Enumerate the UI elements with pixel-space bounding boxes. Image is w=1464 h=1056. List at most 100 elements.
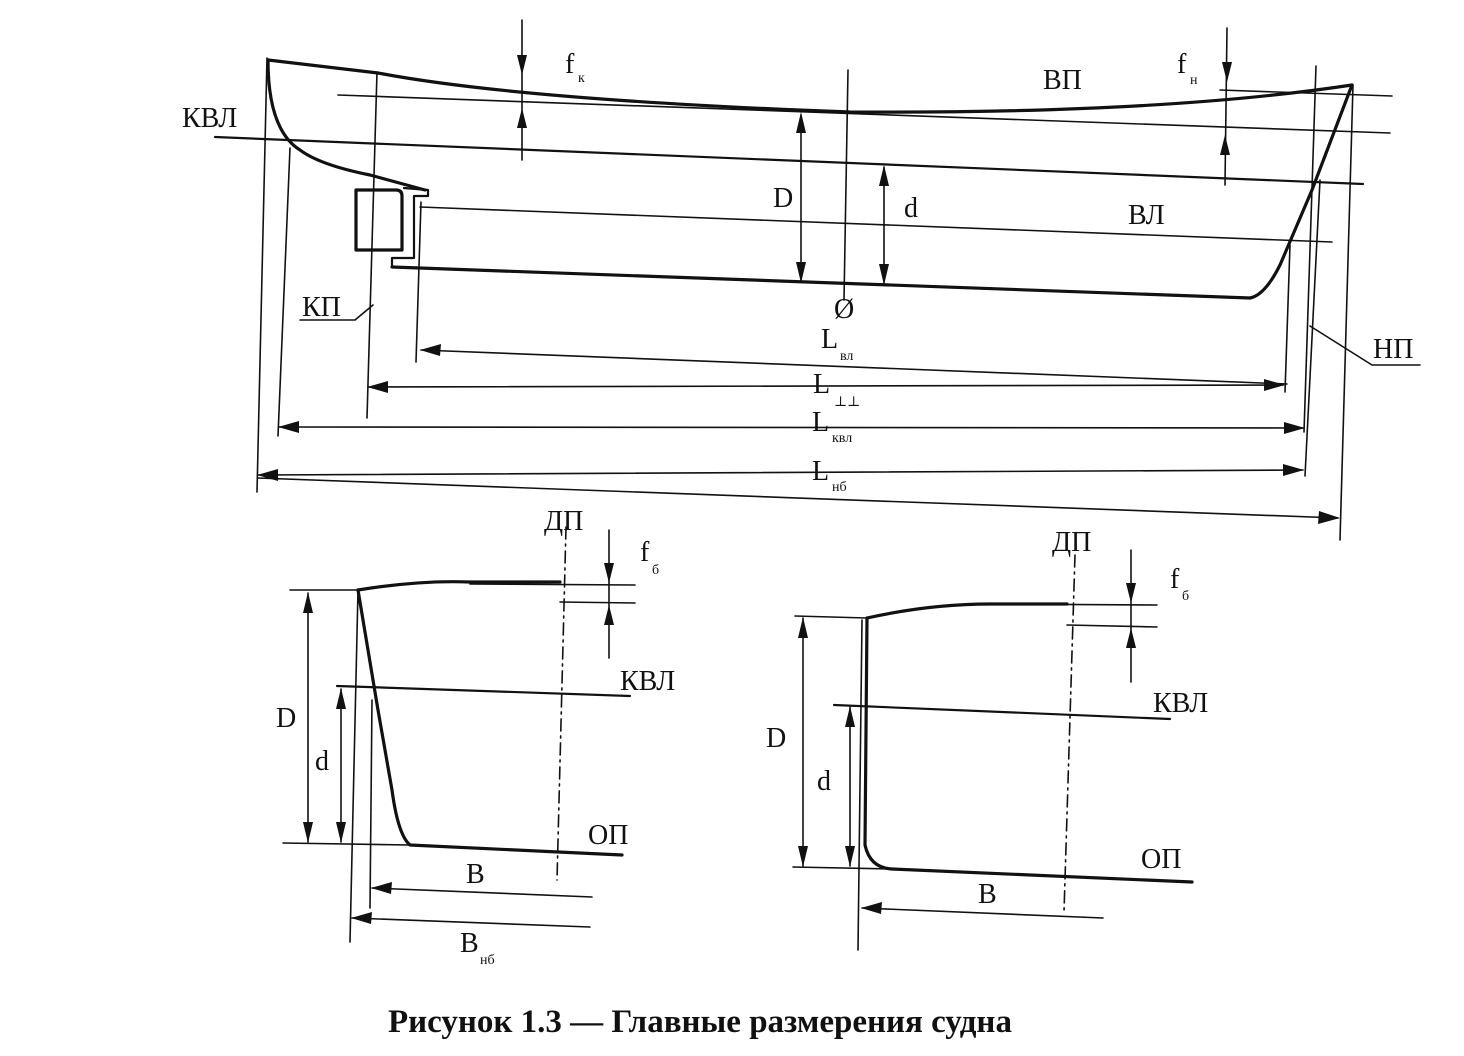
d-side-arrow-down	[879, 264, 889, 285]
fn-arrow-up	[1220, 135, 1230, 155]
section2-B-line	[861, 907, 1104, 919]
L-kvl-label: L	[812, 407, 829, 438]
section2-fb-arrow-down	[1126, 583, 1136, 603]
L-pp-subscript: ⊥⊥	[834, 395, 860, 410]
section2-op-label: ОП	[1141, 844, 1181, 875]
section2-d-arrow-down	[845, 846, 855, 867]
aft-perpendicular	[366, 71, 378, 419]
fore-perpendicular	[1303, 65, 1317, 433]
fn-dimension-line	[1224, 27, 1228, 186]
section2-fb-bottom	[1066, 624, 1158, 628]
section2-B-arrow	[861, 902, 882, 914]
deck-line	[266, 58, 1354, 114]
rudder	[354, 188, 404, 252]
L-pp-line	[367, 384, 1284, 388]
L-kvl-line	[278, 426, 1305, 429]
section2-kvl-label: КВЛ	[1153, 688, 1208, 719]
fk-arrow-down	[517, 55, 527, 75]
section1-Bnb-label: B	[460, 928, 479, 959]
section1-B-arrow	[371, 882, 392, 894]
L-nb-label: L	[812, 456, 829, 487]
section1-B-line	[371, 887, 593, 898]
section1-d-label: d	[315, 746, 329, 777]
bow-extreme-line	[1339, 84, 1354, 541]
bow-contour	[1248, 83, 1354, 300]
d-side-label: d	[904, 193, 918, 224]
L-pp-arrow-left	[367, 381, 388, 393]
section1-kvl-label: КВЛ	[620, 666, 675, 697]
kvl-line	[213, 135, 1365, 186]
d-side-arrow-up	[879, 165, 889, 186]
section2-kvl	[832, 703, 1172, 721]
L-nb-line	[257, 469, 1304, 476]
keel-line	[390, 265, 1252, 300]
section-view-flared: ДП f б КВЛ D d ОП B B нб	[276, 506, 675, 968]
section1-centerline	[556, 526, 567, 881]
L-nb-subscript: нб	[832, 480, 847, 495]
figure-caption: Рисунок 1.3 — Главные размерения судна	[388, 1004, 1012, 1040]
midship-symbol: Ø	[834, 294, 854, 325]
section2-d-label: d	[817, 766, 831, 797]
section2-top-ref	[794, 615, 868, 619]
section2-fb-subscript: б	[1182, 589, 1189, 604]
L-max-arrow-right	[1318, 511, 1340, 524]
vl-label: ВЛ	[1128, 200, 1165, 231]
section1-fb-subscript: б	[652, 563, 659, 578]
section1-fb-arrow-up	[604, 605, 614, 625]
vl-aft-line	[415, 201, 422, 363]
np-label: НП	[1373, 334, 1413, 365]
L-vl-arrow-left	[420, 344, 441, 356]
fn-extension-line	[1219, 89, 1393, 97]
D-side-arrow-up	[796, 112, 806, 133]
kvl-aft-line	[277, 147, 291, 437]
midship-line	[843, 69, 849, 301]
D-side-label: D	[773, 183, 793, 214]
D-side-arrow-down	[796, 262, 806, 283]
kvl-label-side: КВЛ	[182, 103, 237, 134]
section1-Bnb-arrow	[351, 912, 372, 924]
section1-fb-label: f	[640, 537, 650, 568]
section2-hull	[863, 616, 1194, 884]
stern-contour	[266, 58, 427, 192]
section1-fb-top	[469, 583, 636, 586]
L-kvl-subscript: квл	[832, 431, 852, 446]
fk-label: f	[565, 49, 575, 80]
sternpost	[390, 186, 430, 269]
section1-Bnb-subscript: нб	[480, 953, 495, 968]
L-pp-arrow-right	[1264, 379, 1285, 391]
vp-line	[337, 94, 1391, 134]
section2-fb-arrow-up	[1126, 628, 1136, 648]
L-max-line	[257, 477, 1339, 519]
stern-extreme-line	[256, 57, 268, 493]
fn-subscript: н	[1190, 73, 1198, 88]
section2-dp-label: ДП	[1052, 527, 1091, 558]
section1-D-label: D	[276, 703, 296, 734]
section1-B-label: B	[466, 859, 485, 890]
section2-D-arrow-down	[798, 846, 808, 867]
L-nb-arrow-right	[1283, 464, 1304, 476]
section1-d-arrow-down	[336, 822, 346, 843]
vl-fore-line	[1284, 244, 1291, 393]
section2-d-arrow-up	[845, 706, 855, 727]
kp-leader	[299, 304, 374, 321]
vp-label: ВП	[1043, 65, 1082, 96]
np-leader	[1309, 325, 1421, 366]
section1-deck	[356, 580, 562, 592]
vl-line	[419, 206, 1333, 243]
L-vl-line	[420, 349, 1288, 385]
section2-centerline	[1063, 554, 1076, 913]
section2-deck	[865, 602, 1069, 620]
section1-side-vertical	[349, 589, 359, 943]
section2-fb-label: f	[1170, 564, 1180, 595]
section1-kvl	[335, 684, 632, 698]
fn-arrow-down	[1222, 62, 1232, 82]
section1-op-label: ОП	[588, 820, 628, 851]
fk-arrow-up	[517, 108, 527, 128]
section1-fb-bottom	[559, 601, 636, 604]
section1-dp-label: ДП	[544, 506, 583, 537]
section2-D-label: D	[766, 723, 786, 754]
section1-D-arrow-down	[303, 822, 313, 843]
kp-label: КП	[302, 292, 341, 323]
L-vl-label: L	[821, 324, 838, 355]
